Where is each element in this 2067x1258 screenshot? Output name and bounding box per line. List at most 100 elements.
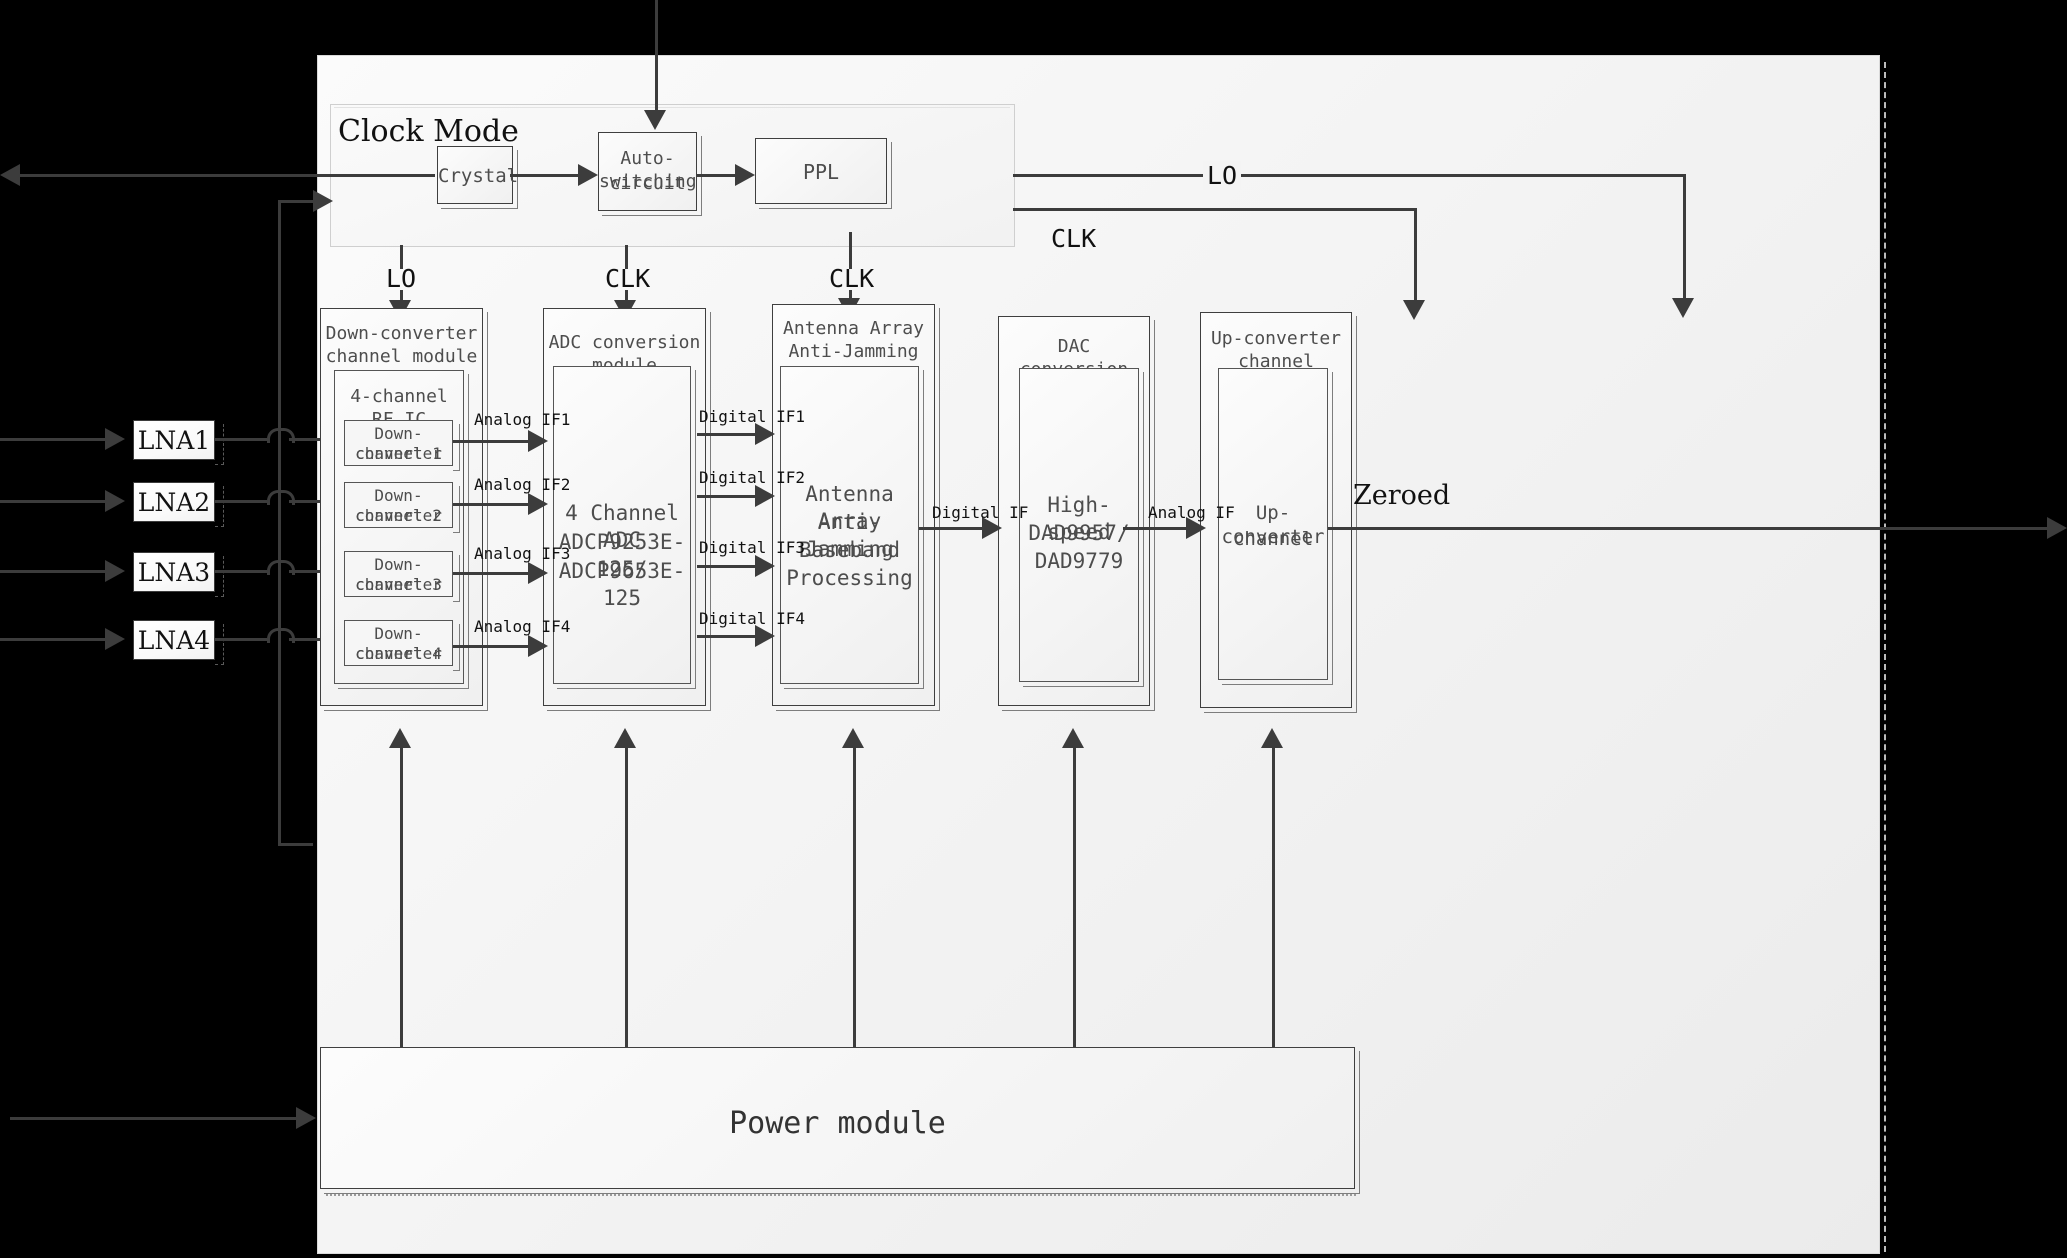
rf-in-2-arrow [105, 490, 125, 512]
clk-label-dac: CLK [1051, 224, 1097, 253]
anti-jamming-baseband-core: Antenna Array Anti-Jamming Baseband Proc… [780, 366, 919, 684]
lo-to-upconverter-vertical [1683, 174, 1686, 302]
clock-left-out-arrow [0, 164, 20, 186]
antijam-module-shadow [776, 308, 940, 711]
lna2-out-line-a [215, 500, 267, 503]
rf-in-1-line [0, 438, 108, 441]
crystal-to-autoswitch-line [510, 174, 580, 177]
clk-adc-top [625, 245, 628, 269]
digital-if2-label: Digital IF2 [699, 468, 805, 487]
power-feed-upconverter-arrow [1261, 728, 1283, 748]
power-feed-adc-arrow [614, 728, 636, 748]
power-to-clock-arrow [313, 190, 333, 212]
lo-label-right: LO [1203, 161, 1242, 190]
upconverter-inner-line2: channel [1232, 528, 1314, 550]
high-speed-dac-chip: High-speed DAD9957/ DAD9779 [1019, 368, 1139, 682]
lna2-block: LNA2 [133, 482, 215, 522]
clock-left-out-line [10, 174, 435, 177]
downconverter-module-title-line1: Down-converter [325, 323, 478, 344]
crystal-label: Crystal [438, 165, 519, 187]
analog-if3-label: Analog IF3 [474, 544, 571, 563]
lna2-wire-hop [267, 490, 295, 505]
panel-dashed-edge [1884, 62, 1886, 1252]
external-power-in-line [10, 1117, 300, 1120]
clock-mode-top-rule [334, 107, 1010, 108]
dc-ch2-line1: Down-converter [355, 486, 442, 526]
analog-if2-line [453, 503, 530, 506]
digital-if2-line [697, 495, 759, 498]
power-module-bottom-dots [326, 1194, 1356, 1196]
analog-if1-label: Analog IF1 [474, 410, 571, 429]
adc-chip-line3: ADCP9653E-125 [558, 559, 686, 610]
crystal-to-autoswitch-arrow [578, 164, 598, 186]
zeroed-output-line [1328, 527, 2058, 530]
lna1-out-line-a [215, 438, 267, 441]
lo-label-down: LO [386, 264, 417, 293]
lo-to-upconverter-arrow [1672, 298, 1694, 318]
power-feed-downconverter-arrow [389, 728, 411, 748]
autoswitch-to-ppl-arrow [735, 164, 755, 186]
power-feed-downconverter-line [400, 740, 403, 1047]
lna3-wire-hop [267, 560, 295, 575]
upconverter-module-shadow [1204, 316, 1357, 713]
clk-dac-arrow [1403, 300, 1425, 320]
power-to-clock-line [278, 200, 318, 203]
digital-if1-line [697, 433, 759, 436]
dc-ch3-line1: Down-converter [355, 555, 442, 595]
digital-if1-label: Digital IF1 [699, 407, 805, 426]
dc-ch1-line2: channel 1 [355, 444, 442, 463]
ppl-label: PPL [802, 160, 840, 184]
analog-if2-arrow [528, 493, 548, 515]
dc-ch3-line2: channel 3 [355, 575, 442, 594]
lo-down-top [400, 245, 403, 269]
analog-if1-line [453, 440, 530, 443]
power-feed-dac-line [1073, 740, 1076, 1047]
external-clock-in-arrow [644, 110, 666, 130]
digital-if3-line [697, 565, 759, 568]
upconverter-title-line1: Up-converter [1210, 328, 1342, 349]
lna2-shadow [215, 486, 224, 527]
digital-if4-line [697, 635, 759, 638]
analog-if-single-arrow [1186, 517, 1206, 539]
digital-if-single-line [919, 527, 985, 530]
analog-if3-arrow [528, 562, 548, 584]
clk-label-chip: CLK [829, 264, 875, 293]
down-converter-channel-4: Down-converter channel 4 [344, 620, 453, 666]
digital-if4-arrow [755, 625, 775, 647]
digital-if-single-label: Digital IF [932, 503, 1029, 522]
rf-in-3-arrow [105, 560, 125, 582]
lna1-block: LNA1 [133, 420, 215, 460]
digital-if-single-arrow [982, 517, 1002, 539]
analog-if-single-label: Analog IF [1148, 503, 1235, 522]
analog-if2-label: Analog IF2 [474, 475, 571, 494]
zeroed-output-arrow [2047, 517, 2067, 539]
dac-module-shadow [1002, 320, 1155, 711]
autoswitch-to-ppl-line [697, 174, 737, 177]
auto-switching-circuit-block: Auto-switching circuit [598, 132, 697, 211]
antijam-core-line4: Processing [786, 566, 913, 590]
clk-chip-top [849, 232, 852, 269]
rf-in-2-line [0, 500, 108, 503]
dc-ch4-line1: Down-converter [355, 624, 442, 664]
power-feed-dac-arrow [1062, 728, 1084, 748]
dc-ch1-line1: Down-converter [355, 424, 442, 464]
downconverter-module-shadow [324, 312, 488, 711]
clk-dac-horizontal [1013, 208, 1416, 211]
rf-ic-shadow [338, 374, 469, 689]
four-channel-adc-chip: 4 Channel ADC ADCP9253E-125/ ADCP9653E-1… [553, 366, 691, 684]
power-module: Power module [320, 1047, 1355, 1189]
crystal-block: Crystal [437, 146, 519, 204]
lna4-out-line-b [289, 638, 327, 641]
ppl-block: PPL [755, 138, 887, 204]
rf-in-3-line [0, 570, 108, 573]
digital-if2-arrow [755, 485, 775, 507]
rf-in-4-arrow [105, 628, 125, 650]
lna2-out-line-b [289, 500, 327, 503]
analog-if1-arrow [528, 430, 548, 452]
lna3-block: LNA3 [133, 552, 215, 592]
ppl-shadow [759, 142, 892, 209]
downconverter-module-title-line2: channel module [325, 346, 478, 367]
down-converter-channel-2: Down-converter channel 2 [344, 482, 453, 528]
digital-if4-label: Digital IF4 [699, 609, 805, 628]
clk-chip-bottom [849, 290, 852, 303]
